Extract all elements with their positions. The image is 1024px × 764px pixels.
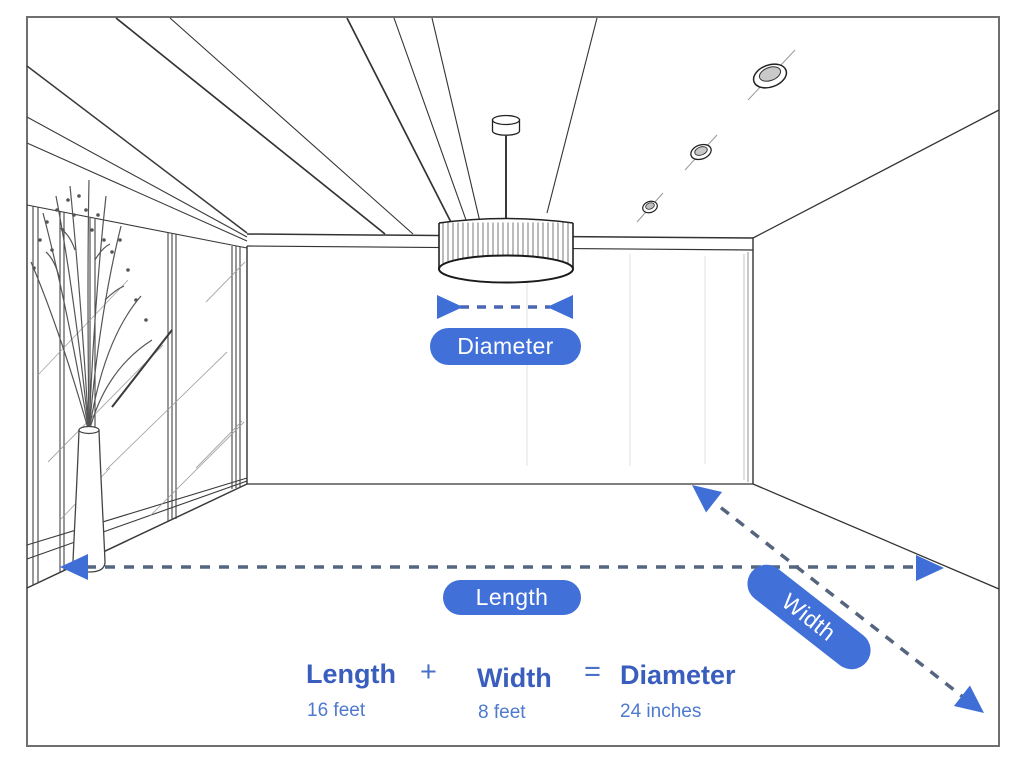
pendant-light-icon — [438, 114, 574, 284]
diameter-label-pill: Diameter — [430, 328, 581, 365]
length-label-pill: Length — [443, 580, 581, 615]
diameter-value: 24 inches — [620, 701, 702, 722]
arrowhead-left-icon — [547, 295, 573, 319]
recessed-lights-icon — [636, 49, 796, 223]
arrowhead-right-icon — [437, 295, 463, 319]
width-arrow — [692, 485, 984, 713]
arrowhead-right-icon — [916, 555, 944, 581]
width-value: 8 feet — [478, 702, 526, 723]
right-wall-icon — [752, 109, 1000, 590]
window-wall-icon — [26, 65, 248, 589]
ceiling-beams-icon — [115, 17, 598, 235]
arrowhead-up-left-icon — [692, 485, 723, 513]
arrowhead-left-icon — [60, 554, 88, 580]
arrowhead-down-right-icon — [953, 685, 984, 713]
frame-border — [26, 16, 1000, 747]
equals-operator: = — [584, 656, 601, 688]
formula-term-diameter: Diameter — [620, 660, 736, 690]
branch-vase-icon — [30, 179, 153, 573]
plus-operator: + — [420, 656, 437, 688]
formula-term-length: Length — [306, 659, 396, 689]
length-arrow — [60, 554, 944, 581]
length-value: 16 feet — [307, 700, 366, 721]
formula-term-width: Width — [477, 663, 552, 693]
diameter-arrow — [437, 295, 573, 319]
